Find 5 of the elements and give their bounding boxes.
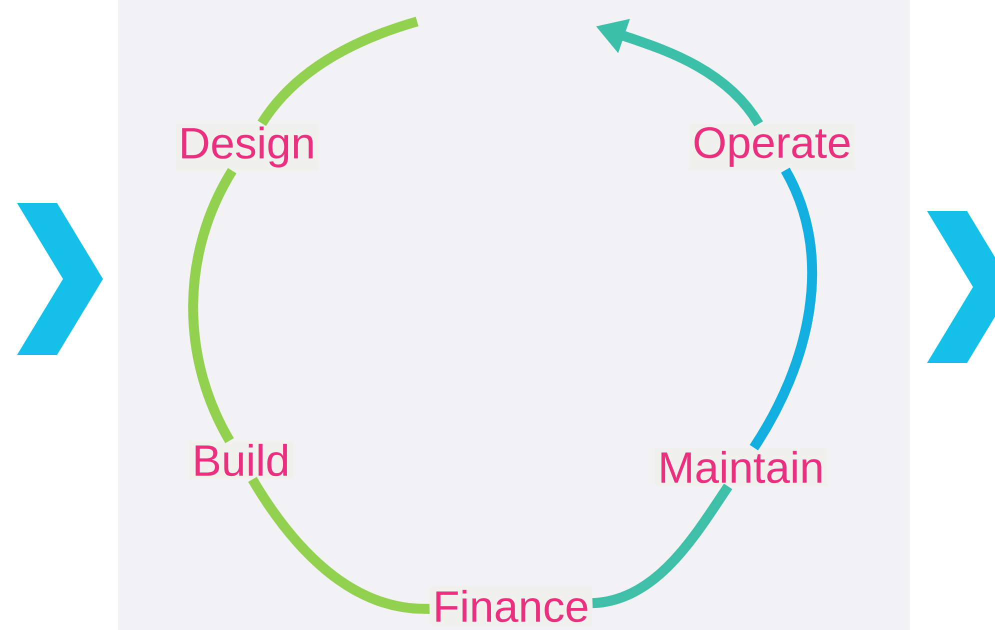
step-label: Operate	[690, 124, 854, 170]
step-label: Design	[176, 124, 318, 170]
step-label: Maintain	[654, 448, 828, 486]
step-label: Finance	[430, 586, 592, 626]
step-label: Build	[189, 440, 293, 480]
